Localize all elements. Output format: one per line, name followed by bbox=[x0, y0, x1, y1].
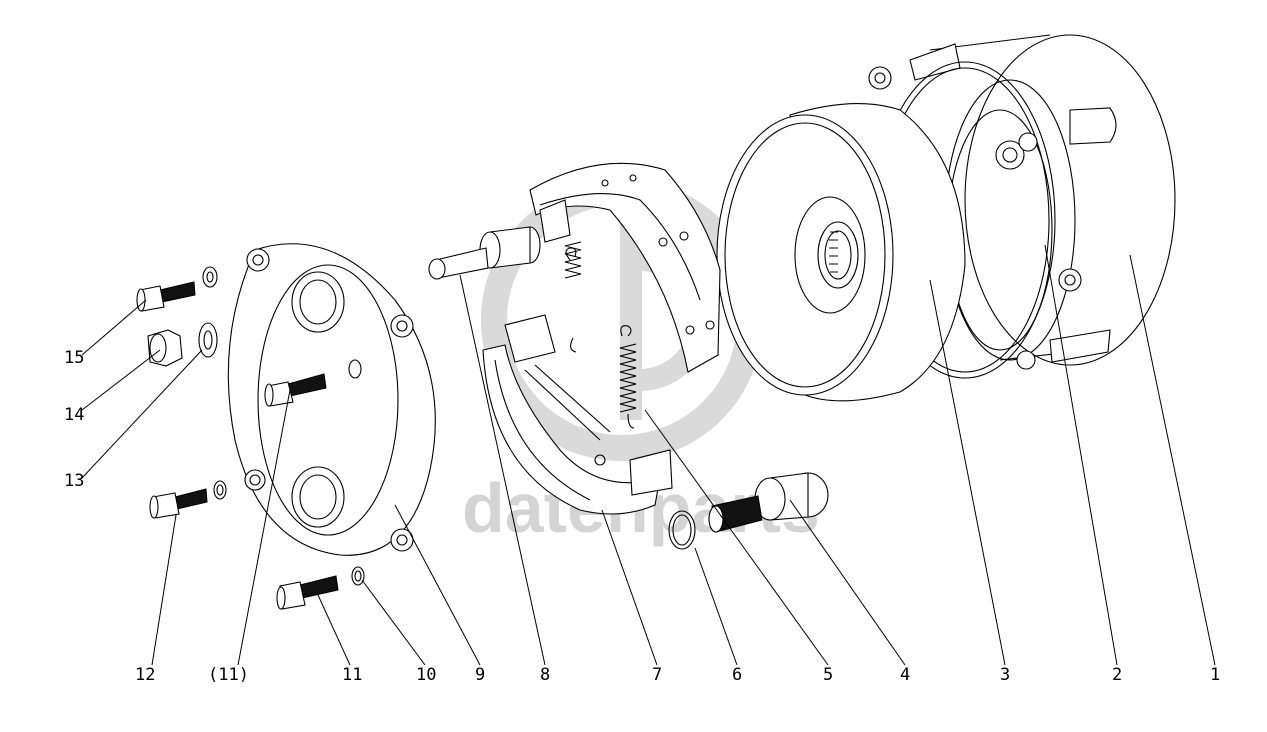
brake-shoe-lower-part-7 bbox=[482, 314, 673, 515]
callout-4: 4 bbox=[900, 665, 910, 685]
brake-shoe-upper-part-7 bbox=[529, 162, 721, 373]
callout-1: 1 bbox=[1210, 665, 1220, 685]
callout-13: 13 bbox=[64, 471, 84, 491]
bolt-part-11b bbox=[264, 373, 327, 407]
shaft-pin-part-4 bbox=[708, 472, 829, 533]
o-ring-part-6 bbox=[668, 510, 696, 550]
bolt-part-12 bbox=[149, 488, 208, 519]
callout-12: 12 bbox=[135, 665, 155, 685]
callout-2: 2 bbox=[1112, 665, 1122, 685]
brake-drum-part-3 bbox=[716, 103, 966, 402]
callout-11: 11 bbox=[342, 665, 362, 685]
bolt-part-15 bbox=[136, 281, 196, 312]
housing-part-1 bbox=[909, 34, 1176, 366]
callout-10: 10 bbox=[416, 665, 436, 685]
callout-9: 9 bbox=[475, 665, 485, 685]
return-spring-part-5 bbox=[564, 241, 637, 429]
callout-7: 7 bbox=[652, 665, 662, 685]
callout-14: 14 bbox=[64, 405, 84, 425]
callout-11-bracketed: (11) bbox=[208, 665, 249, 685]
anchor-pin-part-8 bbox=[428, 226, 541, 280]
callout-15: 15 bbox=[64, 348, 84, 368]
callout-6: 6 bbox=[732, 665, 742, 685]
washer-part-13 bbox=[198, 322, 218, 358]
callout-8: 8 bbox=[540, 665, 550, 685]
callout-5: 5 bbox=[823, 665, 833, 685]
callout-3: 3 bbox=[1000, 665, 1010, 685]
bolt-part-11 bbox=[276, 575, 339, 610]
leader-lines bbox=[81, 244, 1216, 666]
nut-part-14 bbox=[147, 329, 183, 367]
lock-washer-part-10 bbox=[202, 266, 365, 586]
backing-plate-part-9 bbox=[227, 243, 436, 556]
